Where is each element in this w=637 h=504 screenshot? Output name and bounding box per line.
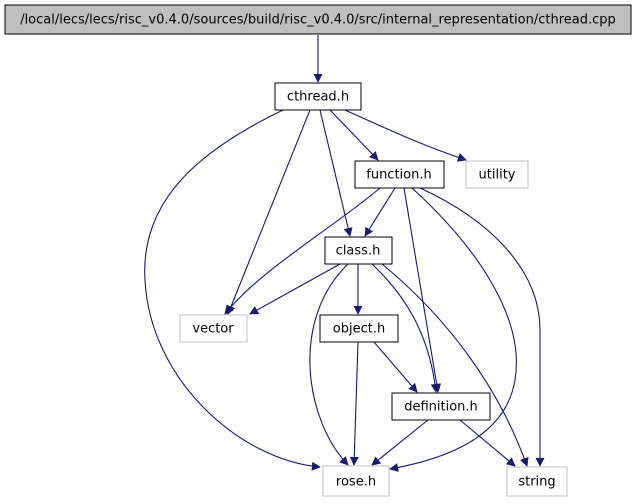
edge-class-to-vector [249,263,341,315]
edge-cthread-to-class [319,109,353,237]
nodes-layer: /local/lecs/lecs/risc_v0.4.0/sources/bui… [4,4,632,497]
node-object-h-label: object.h [333,322,385,337]
node-cthread-h-label: cthread.h [287,90,349,105]
edge-definition-to-string [459,419,516,467]
edges-layer [144,35,545,472]
node-string[interactable]: string [506,466,568,497]
edge-function-to-definition [403,187,442,393]
edge-cthread-to-vector [226,109,311,315]
edge-function-to-class [364,187,396,237]
node-root-label: /local/lecs/lecs/risc_v0.4.0/sources/bui… [20,13,616,28]
edge-class-to-definition [371,263,440,393]
edge-function-to-string [419,187,545,467]
node-utility-label: utility [479,168,516,183]
edge-class-to-rose [309,263,349,466]
node-definition-h[interactable]: definition.h [391,392,491,421]
edge-object-to-rose [349,341,359,466]
edge-cthread-to-utility [344,109,467,162]
node-rose-h[interactable]: rose.h [322,465,390,497]
node-vector[interactable]: vector [179,314,248,343]
edge-function-to-rose [389,187,517,472]
edge-definition-to-rose [371,419,429,466]
node-utility[interactable]: utility [465,160,529,189]
node-definition-h-label: definition.h [404,400,478,415]
node-vector-label: vector [192,322,234,337]
edge-cthread-to-rose [144,109,321,471]
edge-class-to-string [381,263,529,467]
node-cthread-h[interactable]: cthread.h [274,82,362,111]
edge-cthread-to-function [329,109,379,161]
node-class-h[interactable]: class.h [324,236,393,265]
node-class-h-label: class.h [336,244,381,259]
node-string-label: string [518,475,555,490]
edge-function-to-vector [224,187,381,315]
node-function-h-label: function.h [366,168,431,183]
node-object-h[interactable]: object.h [319,314,399,343]
node-root[interactable]: /local/lecs/lecs/risc_v0.4.0/sources/bui… [4,4,632,35]
node-rose-h-label: rose.h [336,475,376,490]
node-function-h[interactable]: function.h [354,160,445,189]
edge-object-to-definition [373,341,418,393]
